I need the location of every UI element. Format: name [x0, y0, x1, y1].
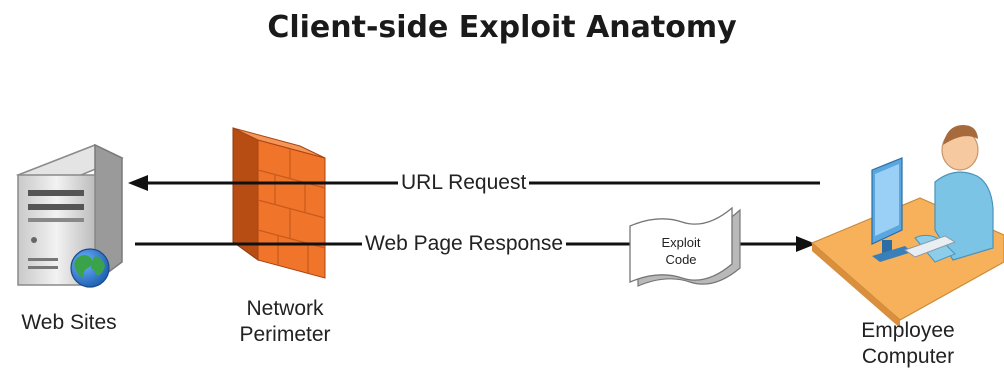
- network-perimeter-line1: Network: [246, 297, 324, 320]
- web-page-response-label: Web Page Response: [362, 232, 567, 256]
- employee-computer-line2: Computer: [861, 345, 955, 368]
- exploit-code-label: Exploit Code: [640, 234, 722, 268]
- network-perimeter-label: Network Perimeter: [210, 296, 360, 348]
- employee-computer-line1: Employee: [861, 319, 955, 342]
- user-at-computer-icon: [810, 125, 1004, 328]
- network-perimeter-line2: Perimeter: [239, 323, 331, 346]
- firewall-icon: [232, 127, 326, 279]
- exploit-code-document-icon: [629, 206, 741, 287]
- url-request-label: URL Request: [398, 171, 530, 195]
- diagram-title: Client-side Exploit Anatomy: [267, 10, 737, 45]
- web-sites-label: Web Sites: [21, 311, 117, 334]
- exploit-code-line1: Exploit: [661, 235, 701, 250]
- exploit-code-line2: Code: [665, 252, 697, 267]
- globe-icon: [70, 248, 110, 288]
- web-server-icon: [15, 143, 124, 286]
- employee-computer-label: Employee Computer: [838, 318, 978, 370]
